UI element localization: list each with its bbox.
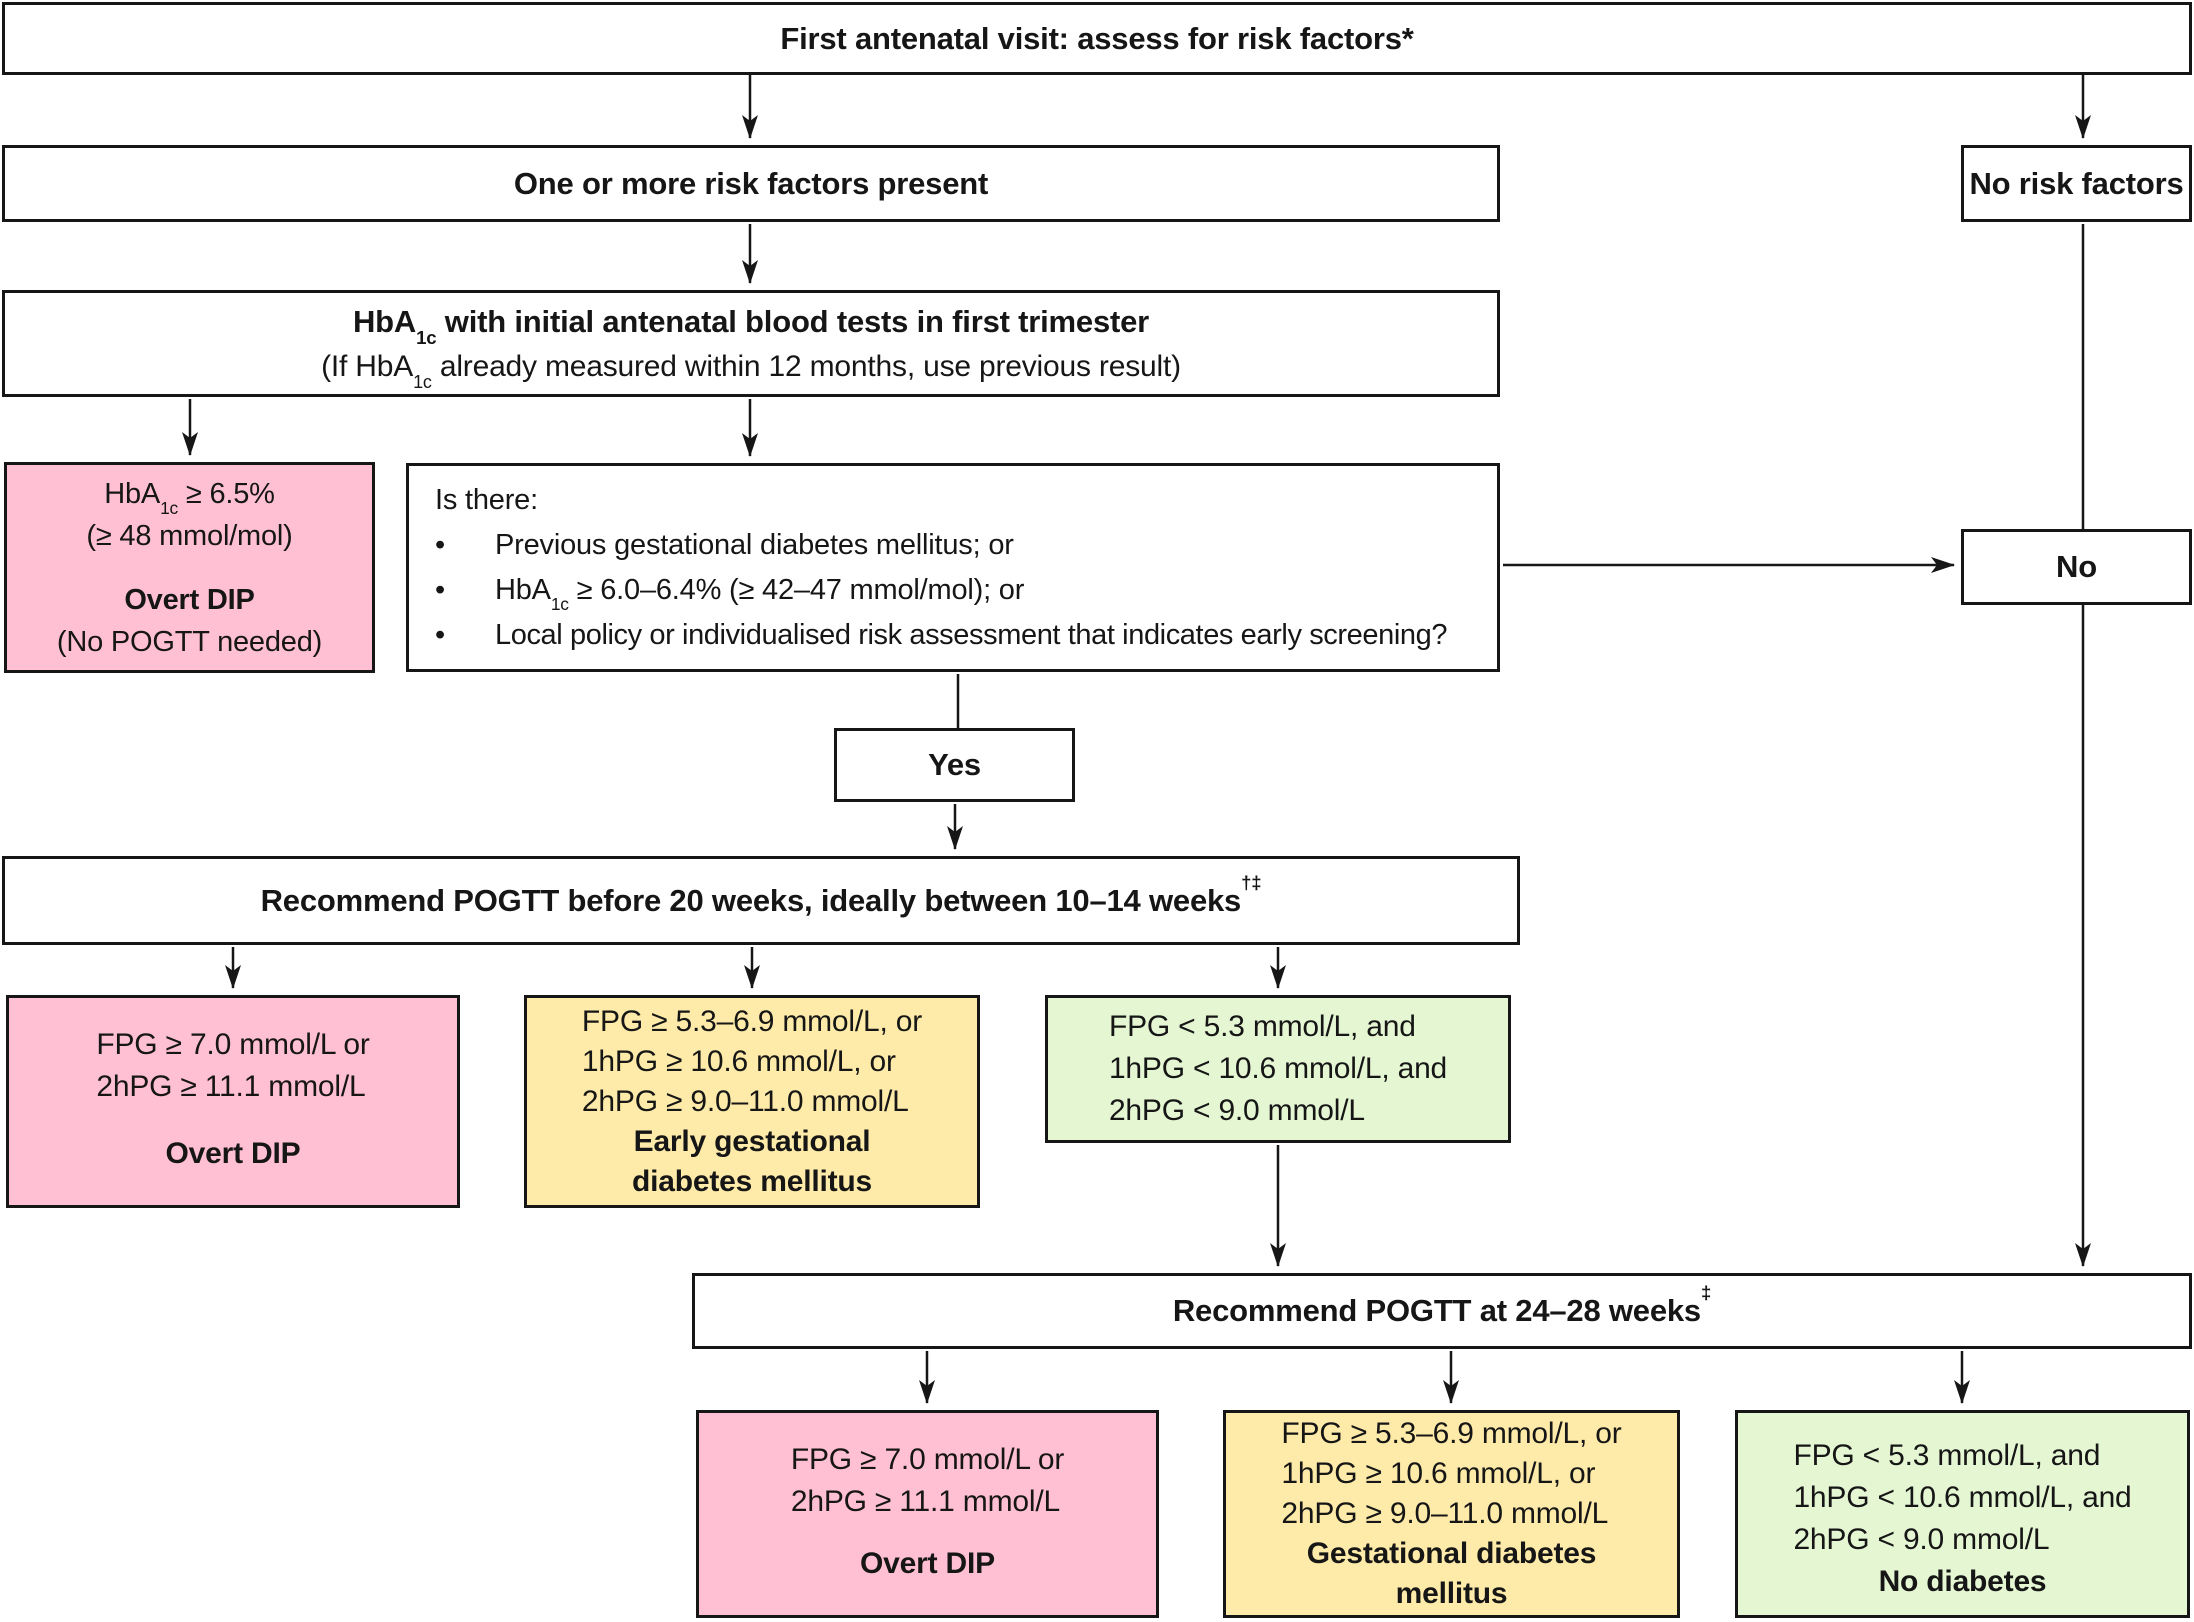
node-text: Yes	[928, 747, 981, 782]
node-late-overt-dip: FPG ≥ 7.0 mmol/L or 2hPG ≥ 11.1 mmol/L O…	[696, 1410, 1159, 1618]
criteria-line: 1hPG ≥ 10.6 mmol/L, or	[1281, 1457, 1596, 1490]
criteria-block: FPG < 5.3 mmol/L, and 1hPG < 10.6 mmol/L…	[1793, 1435, 2131, 1561]
node-late-gdm: FPG ≥ 5.3–6.9 mmol/L, or 1hPG ≥ 10.6 mmo…	[1223, 1410, 1680, 1618]
node-first-antenatal-visit: First antenatal visit: assess for risk f…	[2, 2, 2192, 75]
text-part: already measured within 12 months, use p…	[431, 349, 1181, 383]
node-early-gdm: FPG ≥ 5.3–6.9 mmol/L, or 1hPG ≥ 10.6 mmo…	[524, 995, 980, 1208]
bullet-dot: •	[435, 618, 445, 651]
superscript-dagger: ‡	[1700, 1282, 1712, 1304]
diagnosis-line: Early gestational	[633, 1124, 871, 1158]
criteria-line: 2hPG < 9.0 mmol/L	[1108, 1094, 1365, 1127]
bullet-text: Previous gestational diabetes mellitus; …	[495, 528, 1014, 561]
diagnosis-label: No diabetes	[1878, 1565, 2047, 1598]
diagnosis-note: (No POGTT needed)	[56, 625, 323, 658]
criteria-block: FPG ≥ 7.0 mmol/L or 2hPG ≥ 11.1 mmol/L	[96, 1024, 369, 1108]
node-text: First antenatal visit: assess for risk f…	[780, 20, 1414, 56]
diagnosis-line: diabetes mellitus	[631, 1164, 872, 1198]
subscript-1c: 1c	[416, 326, 437, 348]
diagnosis-line: mellitus	[1395, 1577, 1508, 1610]
subscript-1c: 1c	[413, 371, 432, 392]
diagnosis-label: Gestational diabetes mellitus	[1306, 1534, 1597, 1614]
text-part: HbA	[104, 477, 161, 510]
bullet-dot: •	[435, 573, 445, 606]
criteria-line: FPG ≥ 7.0 mmol/L or	[790, 1443, 1065, 1476]
node-hba1c-first-trimester: HbA1c with initial antenatal blood tests…	[2, 290, 1500, 397]
text-part: HbA	[495, 573, 551, 606]
text-part: with initial antenatal blood tests in fi…	[436, 303, 1150, 339]
node-early-normal: FPG < 5.3 mmol/L, and 1hPG < 10.6 mmol/L…	[1045, 995, 1511, 1143]
node-early-screening-question: Is there: • Previous gestational diabete…	[406, 463, 1500, 672]
criteria-line: FPG ≥ 5.3–6.9 mmol/L, or	[581, 1004, 923, 1038]
diagnosis-label: Overt DIP	[165, 1137, 301, 1170]
criteria-line: 2hPG ≥ 11.1 mmol/L	[790, 1485, 1060, 1518]
criteria-block: FPG ≥ 7.0 mmol/L or 2hPG ≥ 11.1 mmol/L	[791, 1439, 1064, 1523]
node-overt-dip-hba1c: HbA1c ≥ 6.5% (≥ 48 mmol/mol) Overt DIP (…	[4, 462, 375, 673]
criteria-line: FPG ≥ 5.3–6.9 mmol/L, or	[1281, 1417, 1622, 1450]
bullet-item: • Previous gestational diabetes mellitus…	[435, 523, 1014, 568]
text-part: ≥ 6.0–6.4% (≥ 42–47 mmol/mol); or	[568, 573, 1025, 606]
criteria-line: 1hPG < 10.6 mmol/L, and	[1108, 1052, 1448, 1085]
criteria-line: 2hPG < 9.0 mmol/L	[1793, 1523, 2050, 1556]
criteria-line: 2hPG ≥ 11.1 mmol/L	[96, 1070, 366, 1103]
text-part: Recommend POGTT before 20 weeks, ideally…	[260, 882, 1242, 918]
bullet-text: Local policy or individualised risk asse…	[495, 618, 1448, 651]
node-no: No	[1961, 529, 2192, 605]
node-text-line1: HbA1c with initial antenatal blood tests…	[352, 299, 1150, 347]
text-part: Recommend POGTT at 24–28 weeks	[1172, 1293, 1701, 1328]
criteria-line: 1hPG < 10.6 mmol/L, and	[1793, 1481, 2132, 1514]
criteria-block: FPG ≥ 5.3–6.9 mmol/L, or 1hPG ≥ 10.6 mmo…	[582, 1002, 922, 1122]
criteria-line: FPG < 5.3 mmol/L, and	[1108, 1010, 1416, 1043]
node-text-line2: (If HbA1c already measured within 12 mon…	[321, 344, 1181, 392]
subscript-1c: 1c	[160, 498, 179, 519]
criteria-line: 1hPG ≥ 10.6 mmol/L, or	[581, 1044, 896, 1078]
node-text: Recommend POGTT before 20 weeks, ideally…	[260, 873, 1262, 922]
node-no-risk-factors: No risk factors	[1961, 145, 2192, 222]
diagnosis-label: Early gestational diabetes mellitus	[632, 1122, 872, 1202]
bullet-item: • Local policy or individualised risk as…	[435, 613, 1447, 658]
superscript-daggers: †‡	[1241, 871, 1262, 893]
subscript-1c: 1c	[550, 594, 569, 615]
node-text: No risk factors	[1969, 165, 2184, 201]
bullet-item: • HbA1c ≥ 6.0–6.4% (≥ 42–47 mmol/mol); o…	[435, 568, 1024, 613]
criteria-line: 2hPG ≥ 9.0–11.0 mmol/L	[1281, 1497, 1609, 1530]
node-pogtt-24-28-weeks: Recommend POGTT at 24–28 weeks‡	[692, 1273, 2192, 1349]
criteria-line: FPG ≥ 7.0 mmol/L or	[96, 1028, 370, 1061]
node-pogtt-before-20-weeks: Recommend POGTT before 20 weeks, ideally…	[2, 856, 1520, 945]
diagnosis-label: Overt DIP	[860, 1547, 995, 1580]
node-text: One or more risk factors present	[513, 165, 989, 201]
criteria-block: FPG ≥ 5.3–6.9 mmol/L, or 1hPG ≥ 10.6 mmo…	[1281, 1414, 1621, 1534]
criteria-line: HbA1c ≥ 6.5%	[104, 473, 275, 519]
node-text: No	[2056, 549, 2097, 584]
question-intro: Is there:	[435, 483, 538, 516]
node-risk-factors-present: One or more risk factors present	[2, 145, 1500, 222]
bullet-text: HbA1c ≥ 6.0–6.4% (≥ 42–47 mmol/mol); or	[495, 568, 1024, 613]
criteria-line: (≥ 48 mmol/mol)	[86, 519, 293, 552]
text-part: ≥ 6.5%	[178, 477, 275, 510]
criteria-line: 2hPG ≥ 9.0–11.0 mmol/L	[581, 1084, 909, 1118]
text-part: HbA	[352, 303, 417, 339]
diagnosis-label: Overt DIP	[124, 583, 255, 616]
criteria-block: FPG < 5.3 mmol/L, and 1hPG < 10.6 mmol/L…	[1109, 1006, 1447, 1132]
node-text: Recommend POGTT at 24–28 weeks‡	[1172, 1284, 1711, 1332]
text-part: (If HbA	[321, 349, 414, 383]
criteria-line: FPG < 5.3 mmol/L, and	[1793, 1439, 2101, 1472]
bullet-dot: •	[435, 528, 445, 561]
node-no-diabetes: FPG < 5.3 mmol/L, and 1hPG < 10.6 mmol/L…	[1735, 1410, 2190, 1618]
node-yes: Yes	[834, 728, 1075, 802]
diagnosis-line: Gestational diabetes	[1306, 1537, 1597, 1570]
node-early-overt-dip: FPG ≥ 7.0 mmol/L or 2hPG ≥ 11.1 mmol/L O…	[6, 995, 460, 1208]
